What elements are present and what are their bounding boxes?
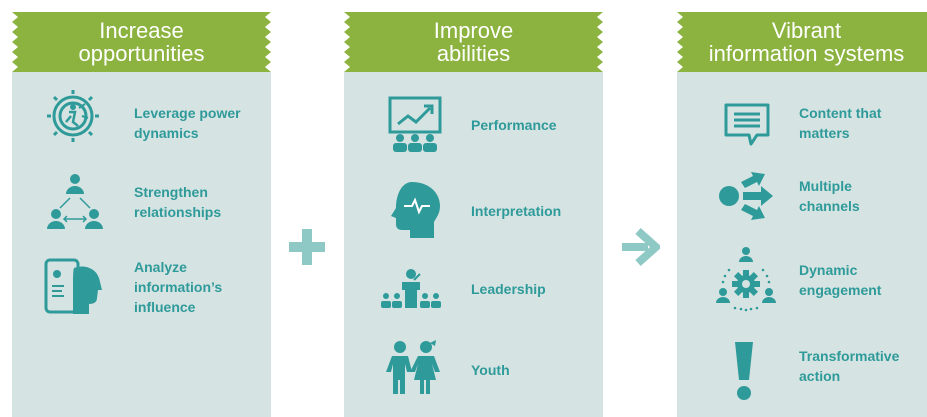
column-header-banner [12,12,271,72]
item-label-line: Multiple [799,178,852,194]
column-improve-abilities: Improve abilities Performance [344,0,603,417]
item-label-line: information’s [134,279,223,295]
header-line-1: Improve [433,18,514,43]
item-label-line: Youth [471,362,510,378]
boy-girl-icon [386,340,440,396]
item-label: Leverage power dynamics [134,103,241,143]
item-label-line: dynamics [134,125,199,141]
item-label: Multiple channels [799,176,860,216]
connected-people-network-icon [46,172,104,230]
column-panel [12,72,271,417]
item-label: Content that matters [799,103,881,143]
item-label-line: engagement [799,282,882,298]
presentation-audience-icon [386,96,444,154]
item-label-line: Strengthen [134,184,208,200]
item-label-line: Interpretation [471,203,562,219]
gear-person-breaking-chain-icon [44,88,102,144]
item-label-line: influence [134,299,196,315]
header-line-2: opportunities [78,41,205,66]
item-label-line: Content that [799,105,882,121]
item-label-line: Leverage power [134,105,241,121]
item-label-line: channels [799,198,860,214]
column-increase-opportunities: Increase opportunities Leverage power dy… [12,0,271,417]
item-label: Youth [471,360,510,380]
column-vibrant-information-systems: Vibrant information systems Content that… [677,0,927,417]
tablet-profile-head-icon [44,258,104,316]
item-label-line: relationships [134,204,222,220]
header-line-2: information systems [708,41,905,66]
column-header-banner [677,12,927,72]
head-pulse-icon [390,180,442,240]
header-line-2: abilities [436,41,511,66]
column-header-title: Improve abilities [344,12,603,72]
item-label-line: Leadership [471,281,546,297]
column-panel [344,72,603,417]
arrow-right-icon [620,228,663,271]
gear-people-engagement-icon [715,246,777,312]
header-line-1: Increase [99,18,184,43]
header-line-1: Vibrant [771,18,842,43]
item-label-line: matters [799,125,850,141]
item-label-line: Dynamic [799,262,858,278]
item-label-line: Transformative [799,348,900,364]
item-label: Transformative action [799,346,899,386]
item-label: Analyze information’s influence [134,257,222,317]
item-label-line: action [799,368,841,384]
item-label-line: Performance [471,117,557,133]
item-label: Interpretation [471,201,561,221]
column-header-title: Vibrant information systems [677,12,927,72]
item-label: Strengthen relationships [134,182,221,222]
speaker-podium-audience-icon [380,268,442,310]
exclamation-mark-icon [732,340,756,402]
item-label: Performance [471,115,557,135]
column-panel [677,72,927,417]
item-label: Leadership [471,279,546,299]
item-label-line: Analyze [134,259,187,275]
plus-icon [287,227,327,272]
item-label: Dynamic engagement [799,260,881,300]
column-header-banner [344,12,603,72]
speech-bubble-text-icon [723,102,771,148]
column-header-title: Increase opportunities [12,12,271,72]
multiple-arrows-channels-icon [717,172,777,220]
